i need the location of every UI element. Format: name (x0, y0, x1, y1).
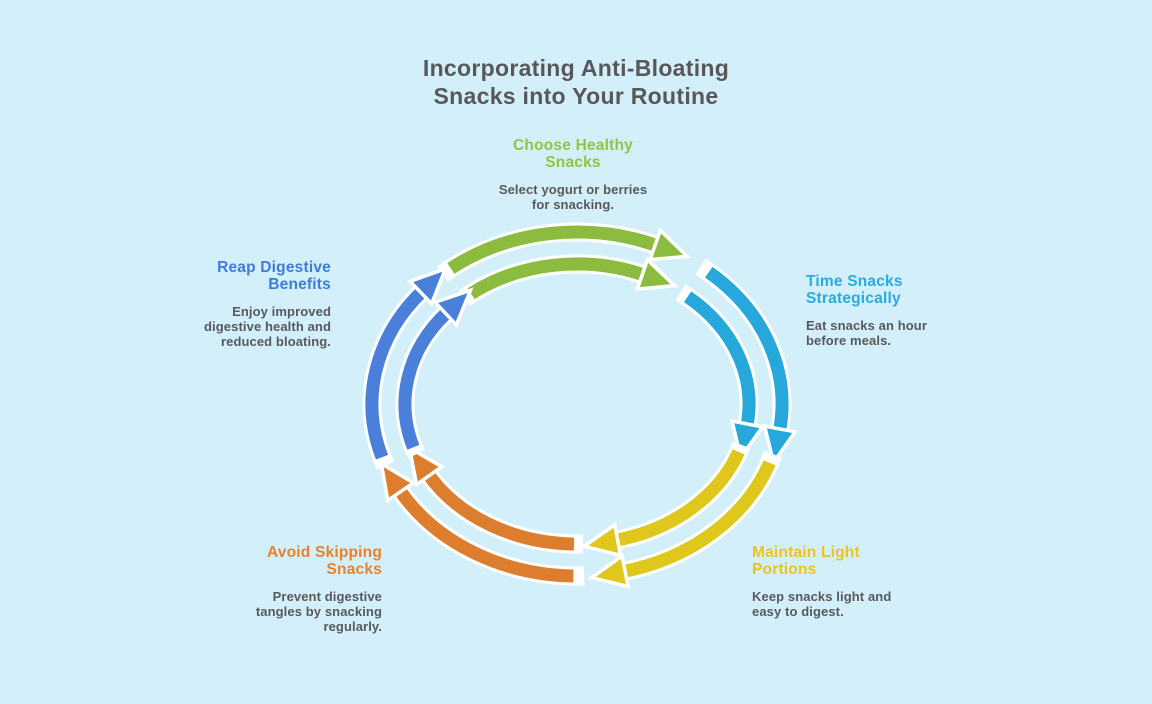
step-description-line: Eat snacks an hour (806, 318, 928, 333)
step-description-line: digestive health and (204, 319, 331, 334)
step-title-line: Maintain Light (752, 544, 860, 561)
arrow-reap-digestive-benefits (362, 265, 474, 470)
step-description-line: reduced bloating. (220, 334, 331, 349)
step-description-line: for snacking. (531, 197, 615, 212)
step-description-line: Keep snacks light and (752, 589, 892, 604)
step-title-line: Snacks (326, 560, 382, 578)
step-title-line: Avoid Skipping (266, 544, 382, 561)
step-description-line: regularly. (323, 619, 382, 634)
page-title-line: Incorporating Anti-Bloating (422, 55, 730, 81)
step-title-line: Benefits (268, 275, 331, 293)
step-title-line: Strategically (806, 289, 901, 307)
step-description-line: tangles by snacking (255, 604, 382, 619)
page-title-line: Snacks into Your Routine (433, 83, 719, 109)
arrow-avoid-skipping-snacks (378, 444, 585, 586)
step-description-line: easy to digest. (752, 604, 844, 619)
page-title: Incorporating Anti-Bloating Snacks into … (0, 54, 1152, 110)
step-title-line: Reap Digestive (217, 259, 331, 276)
step-title-line: Choose Healthy (513, 137, 633, 154)
arrow-time-snacks-strategically (675, 258, 799, 467)
step-description-line: Select yogurt or berries (498, 182, 648, 197)
arrow-choose-healthy-snacks (436, 222, 692, 307)
step-description-line: Enjoy improved (232, 304, 331, 319)
arrow-maintain-light-portions (580, 441, 782, 589)
step-description-line: before meals. (806, 333, 892, 348)
step-title-line: Portions (752, 560, 817, 578)
step-title-line: Time Snacks (806, 273, 903, 290)
step-title-line: Snacks (545, 153, 601, 171)
step-description-line: Prevent digestive (272, 589, 382, 604)
